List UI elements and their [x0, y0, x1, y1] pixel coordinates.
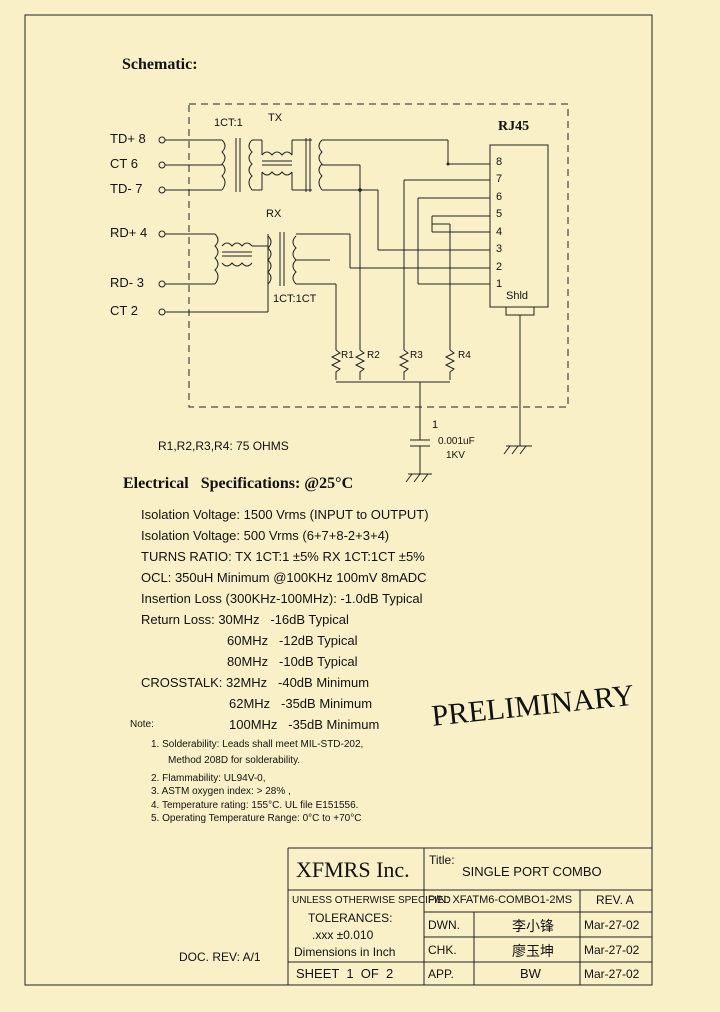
rj45-pin-1: 1: [496, 278, 503, 290]
schematic-title: Schematic:: [122, 56, 198, 73]
cap-pin-label: 1: [432, 419, 439, 431]
rj45-pin-5: 5: [496, 208, 503, 220]
sheet-number: SHEET 1 OF 2: [296, 966, 394, 981]
note-line: 3. ASTM oxygen index: > 28% ,: [151, 786, 291, 797]
app-date: Mar-27-02: [584, 967, 640, 981]
note-line: 2. Flammability: UL94V-0,: [151, 773, 266, 784]
chk-label: CHK.: [428, 943, 457, 957]
doc-rev: DOC. REV: A/1: [179, 950, 261, 964]
note-line: 5. Operating Temperature Range: 0°C to +…: [151, 813, 362, 824]
cap-value: 0.001uF: [438, 436, 475, 447]
note-line: 1. Solderability: Leads shall meet MIL-S…: [151, 739, 364, 750]
rj45-pin-7: 7: [496, 173, 503, 185]
pin-ct-top: CT 6: [110, 156, 138, 171]
doc-title: SINGLE PORT COMBO: [462, 864, 602, 879]
dwn-label: DWN.: [428, 918, 460, 932]
rj45-pin-6: 6: [496, 191, 503, 203]
pin-ct-bottom: CT 2: [110, 303, 138, 318]
company-name: XFMRS Inc.: [296, 857, 410, 882]
rx-ratio-label: 1CT:1CT: [273, 293, 317, 305]
pin-rd-minus: RD- 3: [110, 275, 144, 290]
tx-label: TX: [268, 112, 283, 124]
rj45-pin-8: 8: [496, 156, 503, 168]
pin-td-minus: TD- 7: [110, 181, 143, 196]
spec-line: Isolation Voltage: 1500 Vrms (INPUT to O…: [141, 507, 429, 522]
revision: REV. A: [596, 893, 634, 907]
rx-label: RX: [266, 208, 282, 220]
chk-date: Mar-27-02: [584, 943, 640, 957]
spec-line: Return Loss: 30MHz -16dB Typical: [141, 612, 349, 627]
sheet-border: [24, 14, 653, 986]
app-name: BW: [520, 966, 541, 981]
r4-label: R4: [458, 350, 471, 361]
spec-line: 60MHz -12dB Typical: [227, 633, 358, 648]
dwn-date: Mar-27-02: [584, 918, 640, 932]
pin-rd-plus: RD+ 4: [110, 225, 148, 240]
r1-label: R1: [341, 350, 354, 361]
app-label: APP.: [428, 967, 454, 981]
r3-label: R3: [410, 350, 423, 361]
cap-voltage: 1KV: [446, 450, 465, 461]
rj45-label: RJ45: [498, 119, 530, 134]
spec-line: OCL: 350uH Minimum @100KHz 100mV 8mADC: [141, 570, 427, 585]
spec-line: TURNS RATIO: TX 1CT:1 ±5% RX 1CT:1CT ±5%: [141, 549, 425, 564]
chk-name: 廖玉坤: [512, 943, 554, 959]
note-label: Note:: [130, 719, 154, 730]
rj45-pin-2: 2: [496, 261, 503, 273]
spec-line: Insertion Loss (300KHz-100MHz): -1.0dB T…: [141, 591, 423, 606]
spec-line: Isolation Voltage: 500 Vrms (6+7+8-2+3+4…: [141, 528, 390, 543]
shld-label: Shld: [506, 290, 529, 302]
tolerances-label: TOLERANCES:: [308, 911, 393, 925]
rj45-pin-4: 4: [496, 226, 503, 238]
spec-line: 62MHz -35dB Minimum: [229, 696, 373, 711]
dimensions-note: Dimensions in Inch: [294, 945, 396, 959]
spec-line: 100MHz -35dB Minimum: [229, 717, 380, 732]
module-outline: [188, 103, 569, 408]
spec-line: CROSSTALK: 32MHz -40dB Minimum: [141, 675, 370, 690]
spec-line: 80MHz -10dB Typical: [227, 654, 358, 669]
title-label: Title:: [429, 853, 455, 867]
tx-ratio-label: 1CT:1: [214, 117, 243, 129]
resistor-note: R1,R2,R3,R4: 75 OHMS: [158, 439, 289, 453]
dwn-name: 李小锋: [512, 918, 554, 934]
elec-spec-title: Electrical Specifications: @25°C: [123, 475, 354, 492]
note-line: Method 208D for solderability.: [168, 755, 301, 766]
part-number: P/N: XFATM6-COMBO1-2MS: [428, 894, 573, 906]
note-line: 4. Temperature rating: 155°C. UL file E1…: [151, 800, 359, 811]
unless-note: UNLESS OTHERWISE SPECIFIED: [292, 895, 451, 906]
tolerance-value: .xxx ±0.010: [312, 928, 374, 942]
r2-label: R2: [367, 350, 380, 361]
pin-td-plus: TD+ 8: [110, 131, 146, 146]
rj45-pin-3: 3: [496, 243, 503, 255]
